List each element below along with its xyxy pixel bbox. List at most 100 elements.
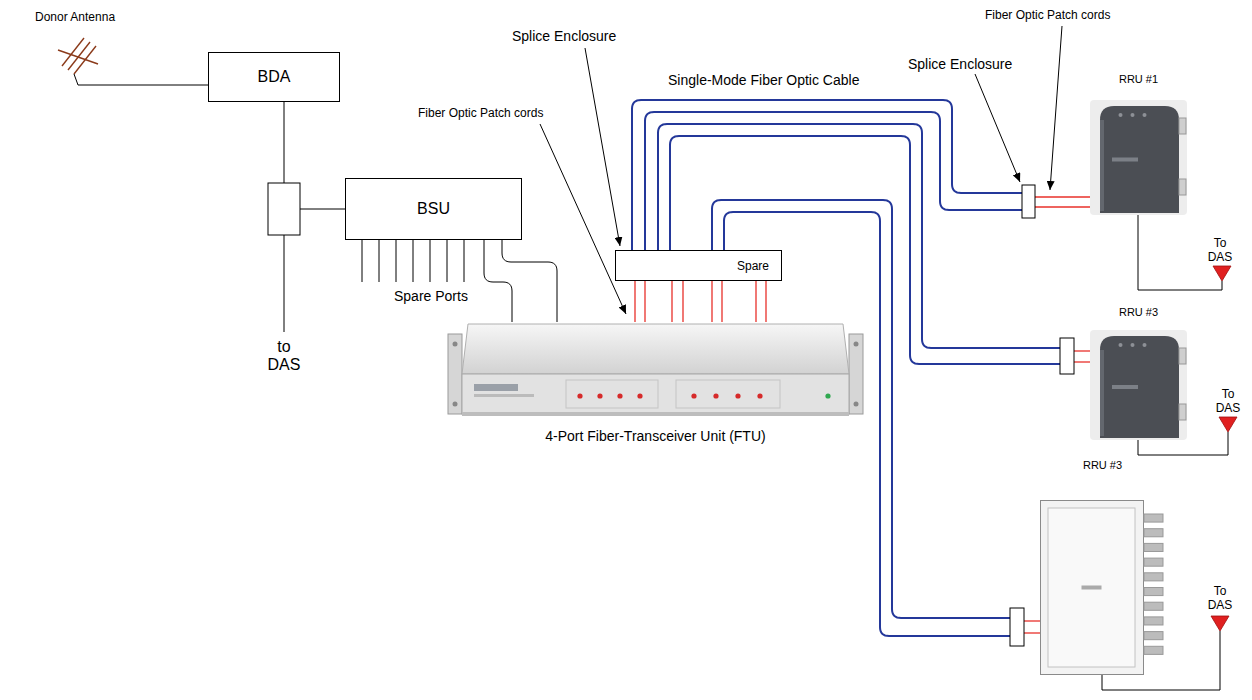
status-led — [1131, 113, 1135, 117]
cable-line — [721, 281, 722, 322]
transceiver-unit: 4-Port Fiber-Transceiver Unit (FTU) — [448, 322, 863, 450]
mounting-tab — [1179, 404, 1186, 420]
cooling-fin — [1144, 646, 1163, 654]
housing-edge — [1100, 120, 1104, 211]
callout-label: Fiber Optic Patch cords — [418, 106, 543, 120]
leader-arrows — [540, 26, 1062, 314]
status-led — [1119, 343, 1123, 347]
callout-label: Splice Enclosure — [908, 56, 1012, 72]
label-text: Splice Enclosure — [908, 56, 1012, 72]
rack-hole — [854, 342, 859, 347]
label-text: To DAS — [1212, 387, 1244, 415]
node-text: BSU — [417, 200, 450, 218]
cable-line — [1035, 196, 1090, 197]
cooling-fin — [1144, 514, 1163, 522]
das-feed-line — [284, 235, 285, 332]
splice-box — [1060, 338, 1074, 374]
remote-radio-unit: RRU #3 — [1040, 458, 1165, 675]
cooling-fin — [1144, 632, 1163, 640]
status-led — [1131, 343, 1135, 347]
remote-radio-unit: RRU #1 — [1090, 72, 1187, 215]
cooling-fin — [1144, 529, 1163, 537]
das-label: To DAS — [1212, 387, 1244, 415]
cable-label: Single-Mode Fiber Optic Cable — [668, 72, 859, 88]
cable-line — [658, 124, 1060, 348]
splice-box — [1022, 185, 1035, 218]
antenna-element — [68, 42, 90, 70]
logo-mark — [1112, 158, 1138, 162]
antenna-triangle — [1213, 266, 1231, 281]
alarm-led — [757, 393, 762, 398]
mounting-tab — [1179, 179, 1186, 195]
das-label: To DAS — [1204, 584, 1236, 612]
das-label: To DAS — [1204, 236, 1236, 264]
rack-ear — [448, 334, 462, 414]
mounting-tab — [1179, 118, 1186, 134]
cable-line — [1024, 632, 1040, 633]
spare-port — [413, 240, 414, 282]
cable-line — [1024, 620, 1040, 621]
cable-line — [645, 112, 1022, 250]
cooling-fin — [1144, 617, 1163, 625]
cable-line — [1035, 206, 1090, 207]
led-panel — [676, 380, 780, 408]
cable-line — [484, 240, 512, 322]
antenna-feed-line — [74, 74, 208, 85]
rack-hole — [854, 402, 859, 407]
housing-body — [1100, 106, 1179, 213]
port-label: Spare Ports — [394, 288, 468, 304]
status-led — [1143, 343, 1147, 347]
cooling-fin — [1144, 558, 1163, 566]
leader-arrow — [1050, 26, 1062, 190]
das-label: to DAS — [264, 338, 304, 374]
housing-edge — [1100, 350, 1104, 436]
cooling-fin — [1144, 543, 1163, 551]
spare-port — [362, 240, 363, 282]
logo-mark — [474, 394, 534, 397]
photo-ground — [1090, 100, 1187, 215]
led-panel — [566, 380, 658, 408]
label-text: Single-Mode Fiber Optic Cable — [668, 72, 859, 88]
cable-line — [634, 281, 635, 322]
cable-connector — [635, 281, 766, 322]
leader-arrow — [540, 124, 626, 314]
cabinet-body — [1041, 501, 1144, 675]
rack-hole — [453, 342, 458, 347]
chassis-top — [462, 324, 849, 374]
base-station-unit-box: BSU — [345, 178, 522, 240]
cabinet-door — [1048, 508, 1135, 667]
cable-connector — [632, 100, 1090, 250]
chassis-front — [462, 374, 849, 414]
logo-mark — [1082, 586, 1102, 590]
power-led — [825, 393, 830, 398]
cable-line — [711, 281, 712, 322]
cable-line — [1074, 361, 1090, 362]
node-text: RRU #3 — [1040, 458, 1165, 472]
label-text: To DAS — [1204, 236, 1236, 264]
signal-splitter — [268, 183, 300, 235]
splice-enclosure: Spare — [615, 250, 782, 281]
node-text: RRU #1 — [1090, 72, 1187, 86]
housing-body — [1100, 336, 1179, 438]
das-antenna-symbols — [1211, 266, 1237, 631]
cooling-fin — [1144, 602, 1163, 610]
cable-line — [682, 281, 683, 322]
status-led — [1143, 113, 1147, 117]
callout-label: Splice Enclosure — [512, 28, 616, 44]
spare-port — [379, 240, 380, 282]
transceiver-chassis — [448, 322, 863, 422]
node-text: Spare — [737, 259, 769, 273]
antenna-boom — [58, 50, 98, 64]
antenna-triangle — [1211, 616, 1229, 631]
status-led — [1119, 113, 1123, 117]
spare-port-lines — [362, 240, 464, 282]
cooling-fin — [1144, 573, 1163, 581]
cable-line — [765, 281, 766, 322]
alarm-led — [713, 393, 718, 398]
mounting-tab — [1179, 348, 1186, 364]
label-text: to DAS — [264, 338, 304, 374]
cable-line — [502, 240, 557, 322]
